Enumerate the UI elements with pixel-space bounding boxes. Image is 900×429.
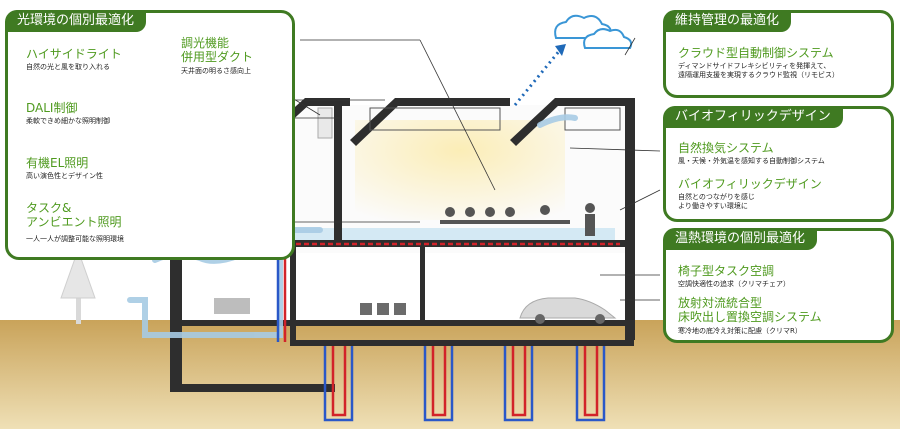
tree-icon bbox=[60, 248, 96, 324]
cloud-control-desc: ディマンドサイドフレキシビリティを発揮えて、 遠隔運用支援を実現するクラウド監視… bbox=[678, 62, 839, 79]
biophilic-design-title: バイオフィリックデザイン bbox=[678, 177, 822, 191]
dali-control-title: DALI制御 bbox=[26, 101, 78, 115]
duct bbox=[317, 107, 333, 139]
oled-lighting-desc: 高い演色性とデザイン性 bbox=[26, 172, 103, 180]
office-desks bbox=[440, 203, 595, 236]
task-ambient-lighting-title: タスク& アンビエント照明 bbox=[26, 201, 122, 229]
natural-ventilation-desc: 風・天候・外気温を感知する自動制御システム bbox=[678, 157, 825, 165]
cloud-link-dotted bbox=[513, 49, 562, 106]
air-layer bbox=[295, 228, 615, 242]
maintenance-tab: 維持管理の最適化 bbox=[663, 10, 792, 32]
highside-light-desc: 自然の光と風を取り入れる bbox=[26, 63, 110, 71]
chair-task-ac-title: 椅子型タスク空調 bbox=[678, 264, 775, 278]
dali-control-desc: 柔軟できめ細かな照明制御 bbox=[26, 117, 110, 125]
biophilic-tab: バイオフィリックデザイン bbox=[663, 106, 843, 128]
light-environment-panel bbox=[5, 10, 295, 260]
radiant-convection-ac-title: 放射対流統合型 床吹出し置換空調システム bbox=[678, 296, 822, 324]
highside-light-title: ハイサイドライト bbox=[26, 47, 122, 61]
lower-floor-items bbox=[360, 303, 406, 315]
car-icon bbox=[519, 297, 617, 324]
chair-task-ac-desc: 空調快適性の追求（クリマチェア） bbox=[678, 280, 790, 288]
dimming-duct-title: 調光機能 併用型ダクト bbox=[181, 36, 254, 64]
sofa-icon bbox=[214, 298, 250, 314]
cloud-icon bbox=[554, 14, 633, 49]
natural-ventilation-title: 自然換気システム bbox=[678, 141, 774, 155]
thermal-tab: 温熱環境の個別最適化 bbox=[663, 228, 818, 250]
biophilic-design-desc: 自然とのつながりを感じ より働きやすい環境に bbox=[678, 193, 755, 210]
oled-lighting-title: 有機EL照明 bbox=[26, 156, 89, 170]
task-ambient-lighting-desc: 一人一人が調整可能な照明環境 bbox=[26, 235, 124, 243]
geothermal-pipes bbox=[276, 242, 620, 422]
cloud-control-title: クラウド型自動制御システム bbox=[678, 46, 834, 60]
dimming-duct-desc: 天井面の明るさ感向上 bbox=[181, 67, 251, 75]
light-environment-tab: 光環境の個別最適化 bbox=[5, 10, 147, 32]
radiant-convection-ac-desc: 寒冷地の底冷え対策に配慮（クリマR） bbox=[678, 327, 802, 335]
